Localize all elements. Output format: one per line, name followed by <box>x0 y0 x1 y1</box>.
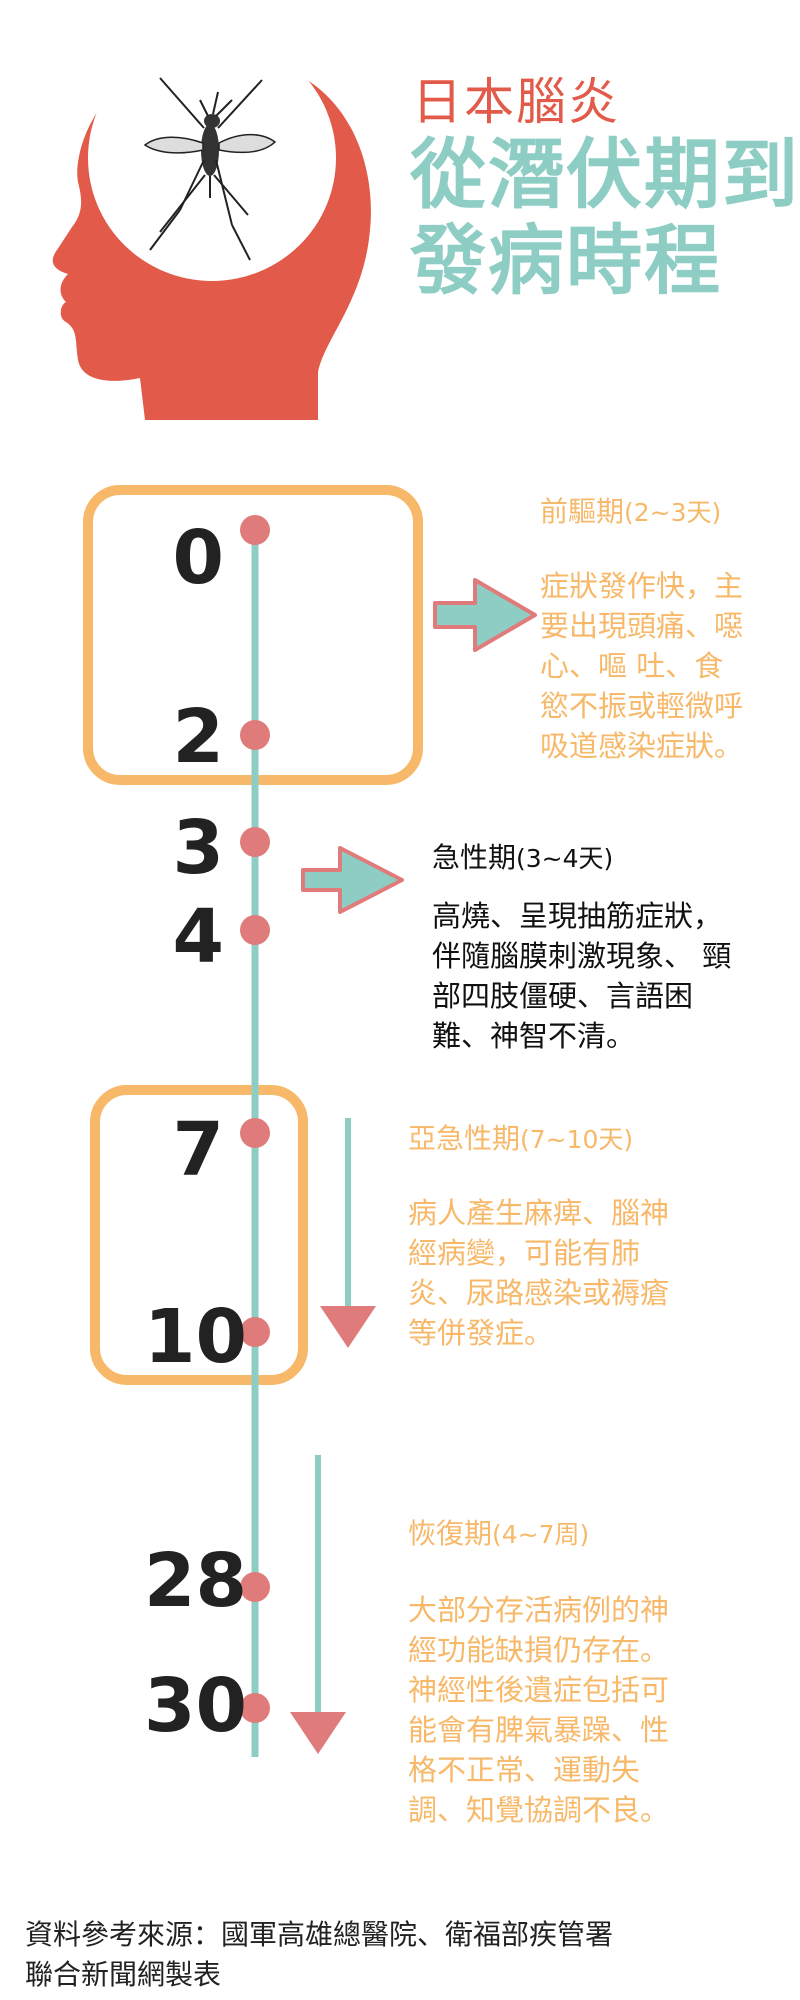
phase-title-recovery: 恢復期(4~7周) <box>408 1517 590 1550</box>
day-label: 2 <box>172 694 225 780</box>
timeline-dot-day-10 <box>240 1317 270 1347</box>
timeline-dot-day-30 <box>240 1693 270 1723</box>
timeline-dot-day-28 <box>240 1572 270 1602</box>
day-label: 10 <box>144 1294 247 1380</box>
phase-description-prodromal: 症狀發作快，主 要出現頭痛、噁 心、嘔 吐、食 慾不振或輕微呼 吸道感染症狀。 <box>540 569 744 763</box>
source-credit: 資料參考來源：國軍高雄總醫院、衛福部疾管署 <box>25 1918 614 1951</box>
page-title: 日本腦炎 <box>412 73 620 131</box>
arrow-down-recovery-head <box>290 1712 346 1754</box>
mosquito-icon <box>143 77 277 261</box>
timeline-dot-day-3 <box>240 827 270 857</box>
timeline-dots <box>240 515 270 1723</box>
day-label: 3 <box>172 805 225 891</box>
arrow-right-prodromal <box>433 578 537 652</box>
page-subtitle-line2: 發病時程 <box>410 216 722 305</box>
producer-credit: 聯合新聞網製表 <box>25 1958 222 1991</box>
phase-title-subacute: 亞急性期(7~10天) <box>408 1122 634 1155</box>
head-mosquito-illustration <box>52 35 371 420</box>
day-label: 28 <box>144 1538 247 1624</box>
highlight-box-subacute <box>90 1085 308 1385</box>
day-label: 7 <box>172 1107 225 1193</box>
timeline-dot-day-7 <box>240 1118 270 1148</box>
timeline-dot-day-2 <box>240 720 270 750</box>
day-label: 4 <box>172 894 225 980</box>
arrow-down-subacute-head <box>320 1306 376 1348</box>
phase-description-recovery: 大部分存活病例的神 經功能缺損仍存在。 神經性後遺症包括可 能會有脾氣暴躁、性 … <box>408 1593 670 1827</box>
day-label: 30 <box>144 1663 247 1749</box>
phase-description-subacute: 病人產生麻痺、腦神 經病變，可能有肺 炎、尿路感染或褥瘡 等併發症。 <box>408 1196 670 1350</box>
phase-title-prodromal: 前驅期(2~3天) <box>540 495 722 528</box>
day-label: 0 <box>172 515 225 601</box>
phase-description-acute: 高燒、呈現抽筋症狀， 伴隨腦膜刺激現象、 頸 部四肢僵硬、言語困 難、神智不清。 <box>432 899 732 1053</box>
phase-title-acute: 急性期(3~4天) <box>432 841 614 874</box>
timeline-dot-day-0 <box>240 515 270 545</box>
timeline-dot-day-4 <box>240 915 270 945</box>
page-subtitle-line1: 從潛伏期到 <box>410 130 800 219</box>
arrow-right-acute <box>301 846 404 914</box>
